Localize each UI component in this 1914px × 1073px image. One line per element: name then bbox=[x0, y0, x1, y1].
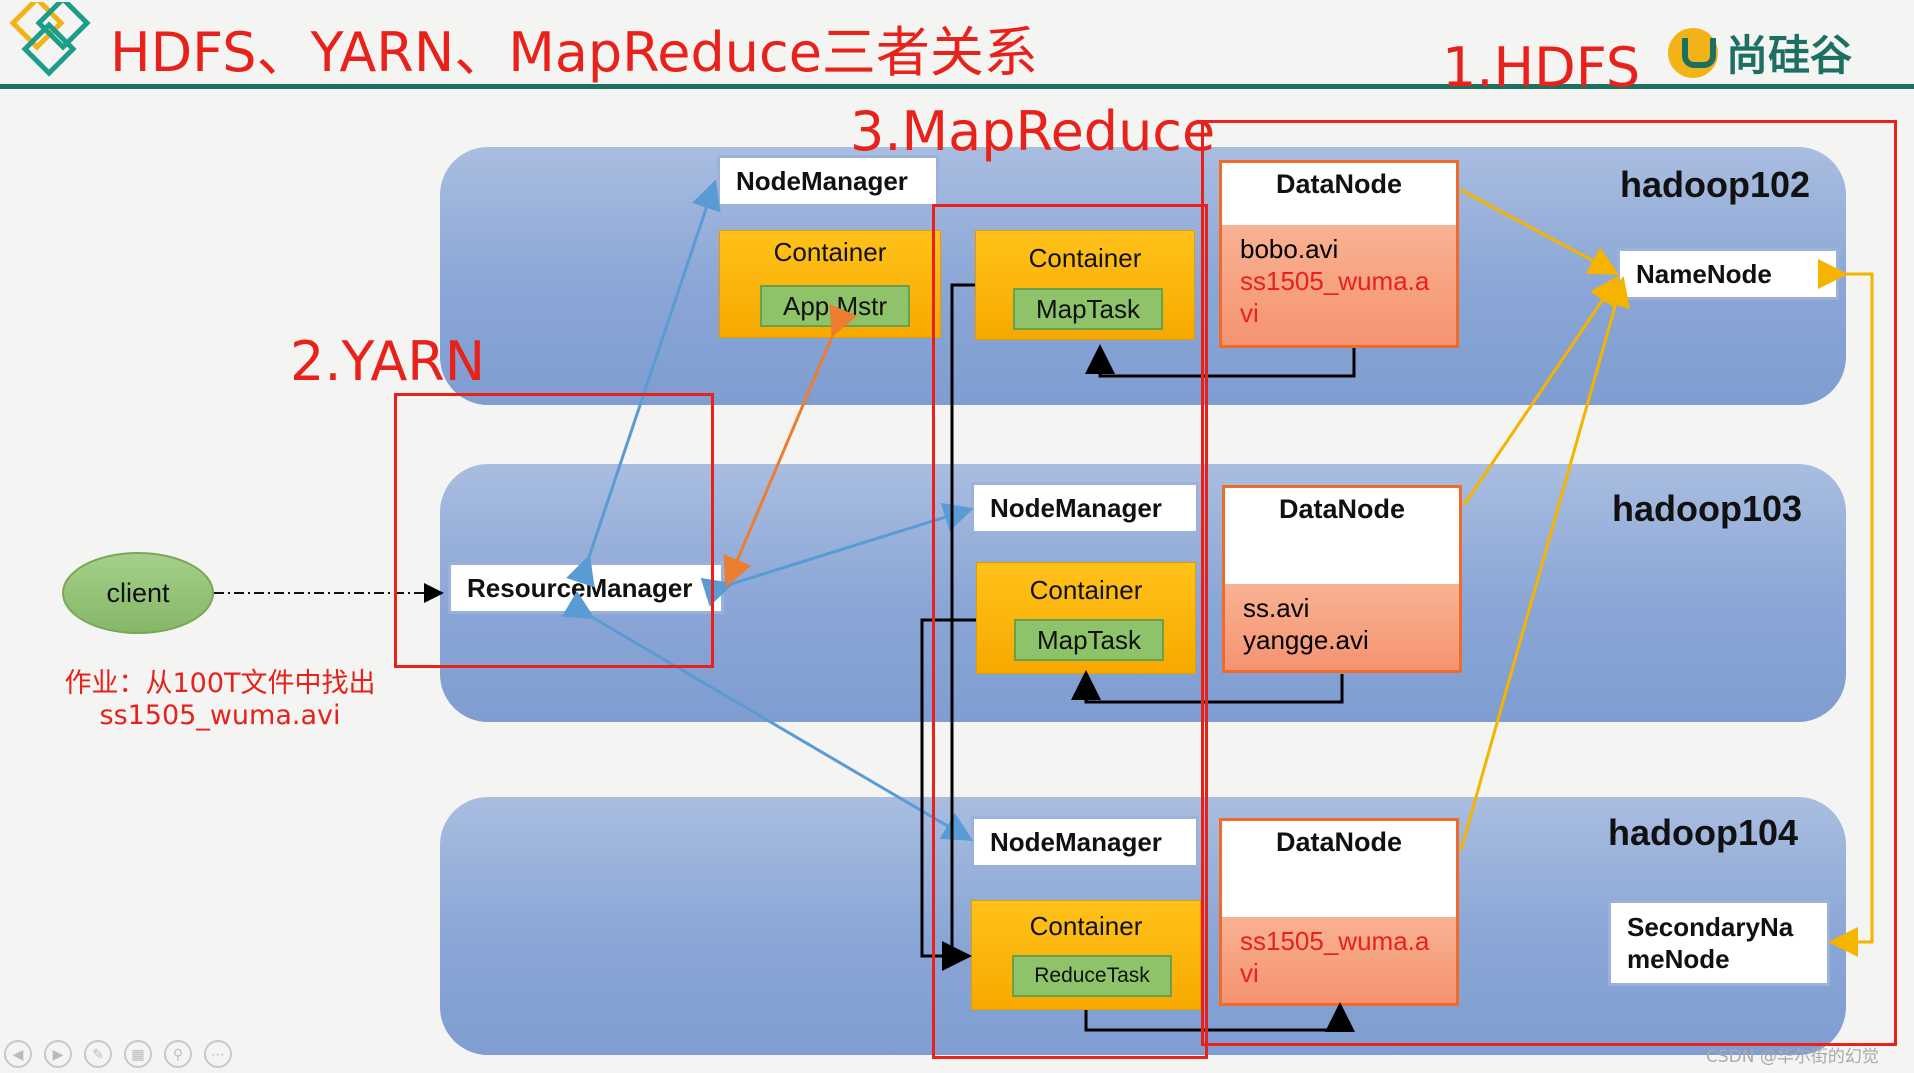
page-title: HDFS、YARN、MapReduce三者关系 bbox=[110, 21, 1038, 84]
homework-note: 作业：从100T文件中找出 ss1505_wuma.avi bbox=[60, 668, 380, 732]
prev-slide-icon[interactable]: ◀ bbox=[4, 1040, 32, 1068]
hdfs-frame bbox=[1201, 120, 1897, 1046]
datanode-files: ss.avi yangge.avi bbox=[1225, 584, 1459, 670]
arrow-appmaster-rm bbox=[723, 304, 858, 588]
more-icon[interactable]: ⋯ bbox=[204, 1040, 232, 1068]
next-slide-icon[interactable]: ▶ bbox=[44, 1040, 72, 1068]
maptask-hadoop103: MapTask bbox=[1014, 619, 1164, 661]
host-label-hadoop103: hadoop103 bbox=[1612, 488, 1803, 529]
secondary-namenode: SecondaryNa meNode bbox=[1608, 900, 1830, 986]
container-label: Container bbox=[1029, 911, 1143, 941]
datanode-hadoop102: DataNode bobo.avi ss1505_wuma.a vi bbox=[1219, 160, 1459, 348]
brand-u-icon bbox=[1668, 27, 1718, 78]
file-entry: bobo.avi bbox=[1240, 234, 1339, 264]
secondary-namenode-line1: SecondaryNa bbox=[1627, 912, 1794, 942]
arrow-rm-nodemanager-102 bbox=[566, 179, 721, 588]
target-file-entry: ss1505_wuma.a bbox=[1240, 926, 1430, 956]
arrow-datanode103-maptask bbox=[1071, 670, 1344, 704]
brand-name: 尚硅谷 bbox=[1726, 31, 1853, 80]
arrow-datanode102-namenode bbox=[1460, 188, 1620, 275]
namenode: NameNode bbox=[1617, 248, 1839, 300]
host-label-hadoop102: hadoop102 bbox=[1620, 164, 1811, 205]
yarn-label: 2.YARN bbox=[290, 330, 486, 393]
target-file-entry-wrap: vi bbox=[1240, 958, 1259, 988]
target-file-entry-wrap: vi bbox=[1240, 298, 1259, 328]
datanode-hadoop104: DataNode ss1505_wuma.a vi bbox=[1219, 818, 1459, 1006]
homework-line2: ss1505_wuma.avi bbox=[99, 700, 341, 731]
hdfs-label: 1.HDFS bbox=[1442, 36, 1641, 99]
datanode-title: DataNode bbox=[1275, 169, 1403, 199]
slides-grid-icon[interactable]: ▦ bbox=[124, 1040, 152, 1068]
container-maptask-hadoop103: Container MapTask bbox=[976, 562, 1196, 674]
nodemanager-hadoop103: NodeManager bbox=[971, 482, 1199, 534]
nodemanager-hadoop104: NodeManager bbox=[971, 816, 1199, 868]
secondary-namenode-line2: meNode bbox=[1627, 944, 1730, 974]
mapreduce-label: 3.MapReduce bbox=[850, 100, 1216, 163]
file-entry: ss.avi bbox=[1243, 593, 1310, 623]
arrow-datanode104-namenode bbox=[1459, 276, 1630, 851]
datanode-hadoop103: DataNode ss.avi yangge.avi bbox=[1222, 485, 1462, 673]
yarn-frame bbox=[394, 393, 714, 668]
container-reducetask: Container ReduceTask bbox=[971, 900, 1201, 1010]
target-file-entry: ss1505_wuma.a bbox=[1240, 266, 1430, 296]
file-entry: yangge.avi bbox=[1243, 625, 1369, 655]
container-label: Container bbox=[1028, 243, 1142, 273]
datanode-files: bobo.avi ss1505_wuma.a vi bbox=[1222, 225, 1456, 345]
homework-line1: 作业：从100T文件中找出 bbox=[64, 668, 376, 699]
datanode-title: DataNode bbox=[1275, 827, 1403, 857]
container-label: Container bbox=[1029, 575, 1143, 605]
zoom-icon[interactable]: ⚲ bbox=[164, 1040, 192, 1068]
header-divider bbox=[0, 84, 1914, 89]
brand-logo: 尚硅谷 bbox=[1668, 22, 1852, 83]
arrow-reducetask-datanode104 bbox=[1084, 1002, 1355, 1032]
datanode-title: DataNode bbox=[1278, 494, 1406, 524]
reducetask: ReduceTask bbox=[1012, 955, 1172, 997]
maptask-hadoop102: MapTask bbox=[1013, 288, 1163, 330]
watermark: CSDN @华尔街的幻觉 bbox=[1706, 1047, 1879, 1067]
arrow-rm-nodemanager-104 bbox=[561, 590, 974, 842]
arrow-maptask103-reducetask bbox=[920, 618, 976, 971]
pen-icon[interactable]: ✎ bbox=[84, 1040, 112, 1068]
client-node: client bbox=[62, 552, 214, 634]
mapreduce-frame bbox=[932, 204, 1208, 1059]
datanode-files: ss1505_wuma.a vi bbox=[1222, 917, 1456, 1003]
logo-diamond-icon bbox=[9, 2, 91, 77]
arrow-datanode103-namenode bbox=[1462, 275, 1620, 506]
host-label-hadoop104: hadoop104 bbox=[1608, 812, 1799, 853]
arrow-namenode-secondarynamenode bbox=[1818, 259, 1874, 957]
container-label: Container bbox=[773, 237, 887, 267]
arrow-datanode102-maptask bbox=[1085, 344, 1356, 378]
slide-toolbar: ◀ ▶ ✎ ▦ ⚲ ⋯ bbox=[4, 1040, 232, 1068]
nodemanager-hadoop102: NodeManager bbox=[717, 155, 939, 207]
container-maptask-hadoop102: Container MapTask bbox=[975, 230, 1195, 340]
